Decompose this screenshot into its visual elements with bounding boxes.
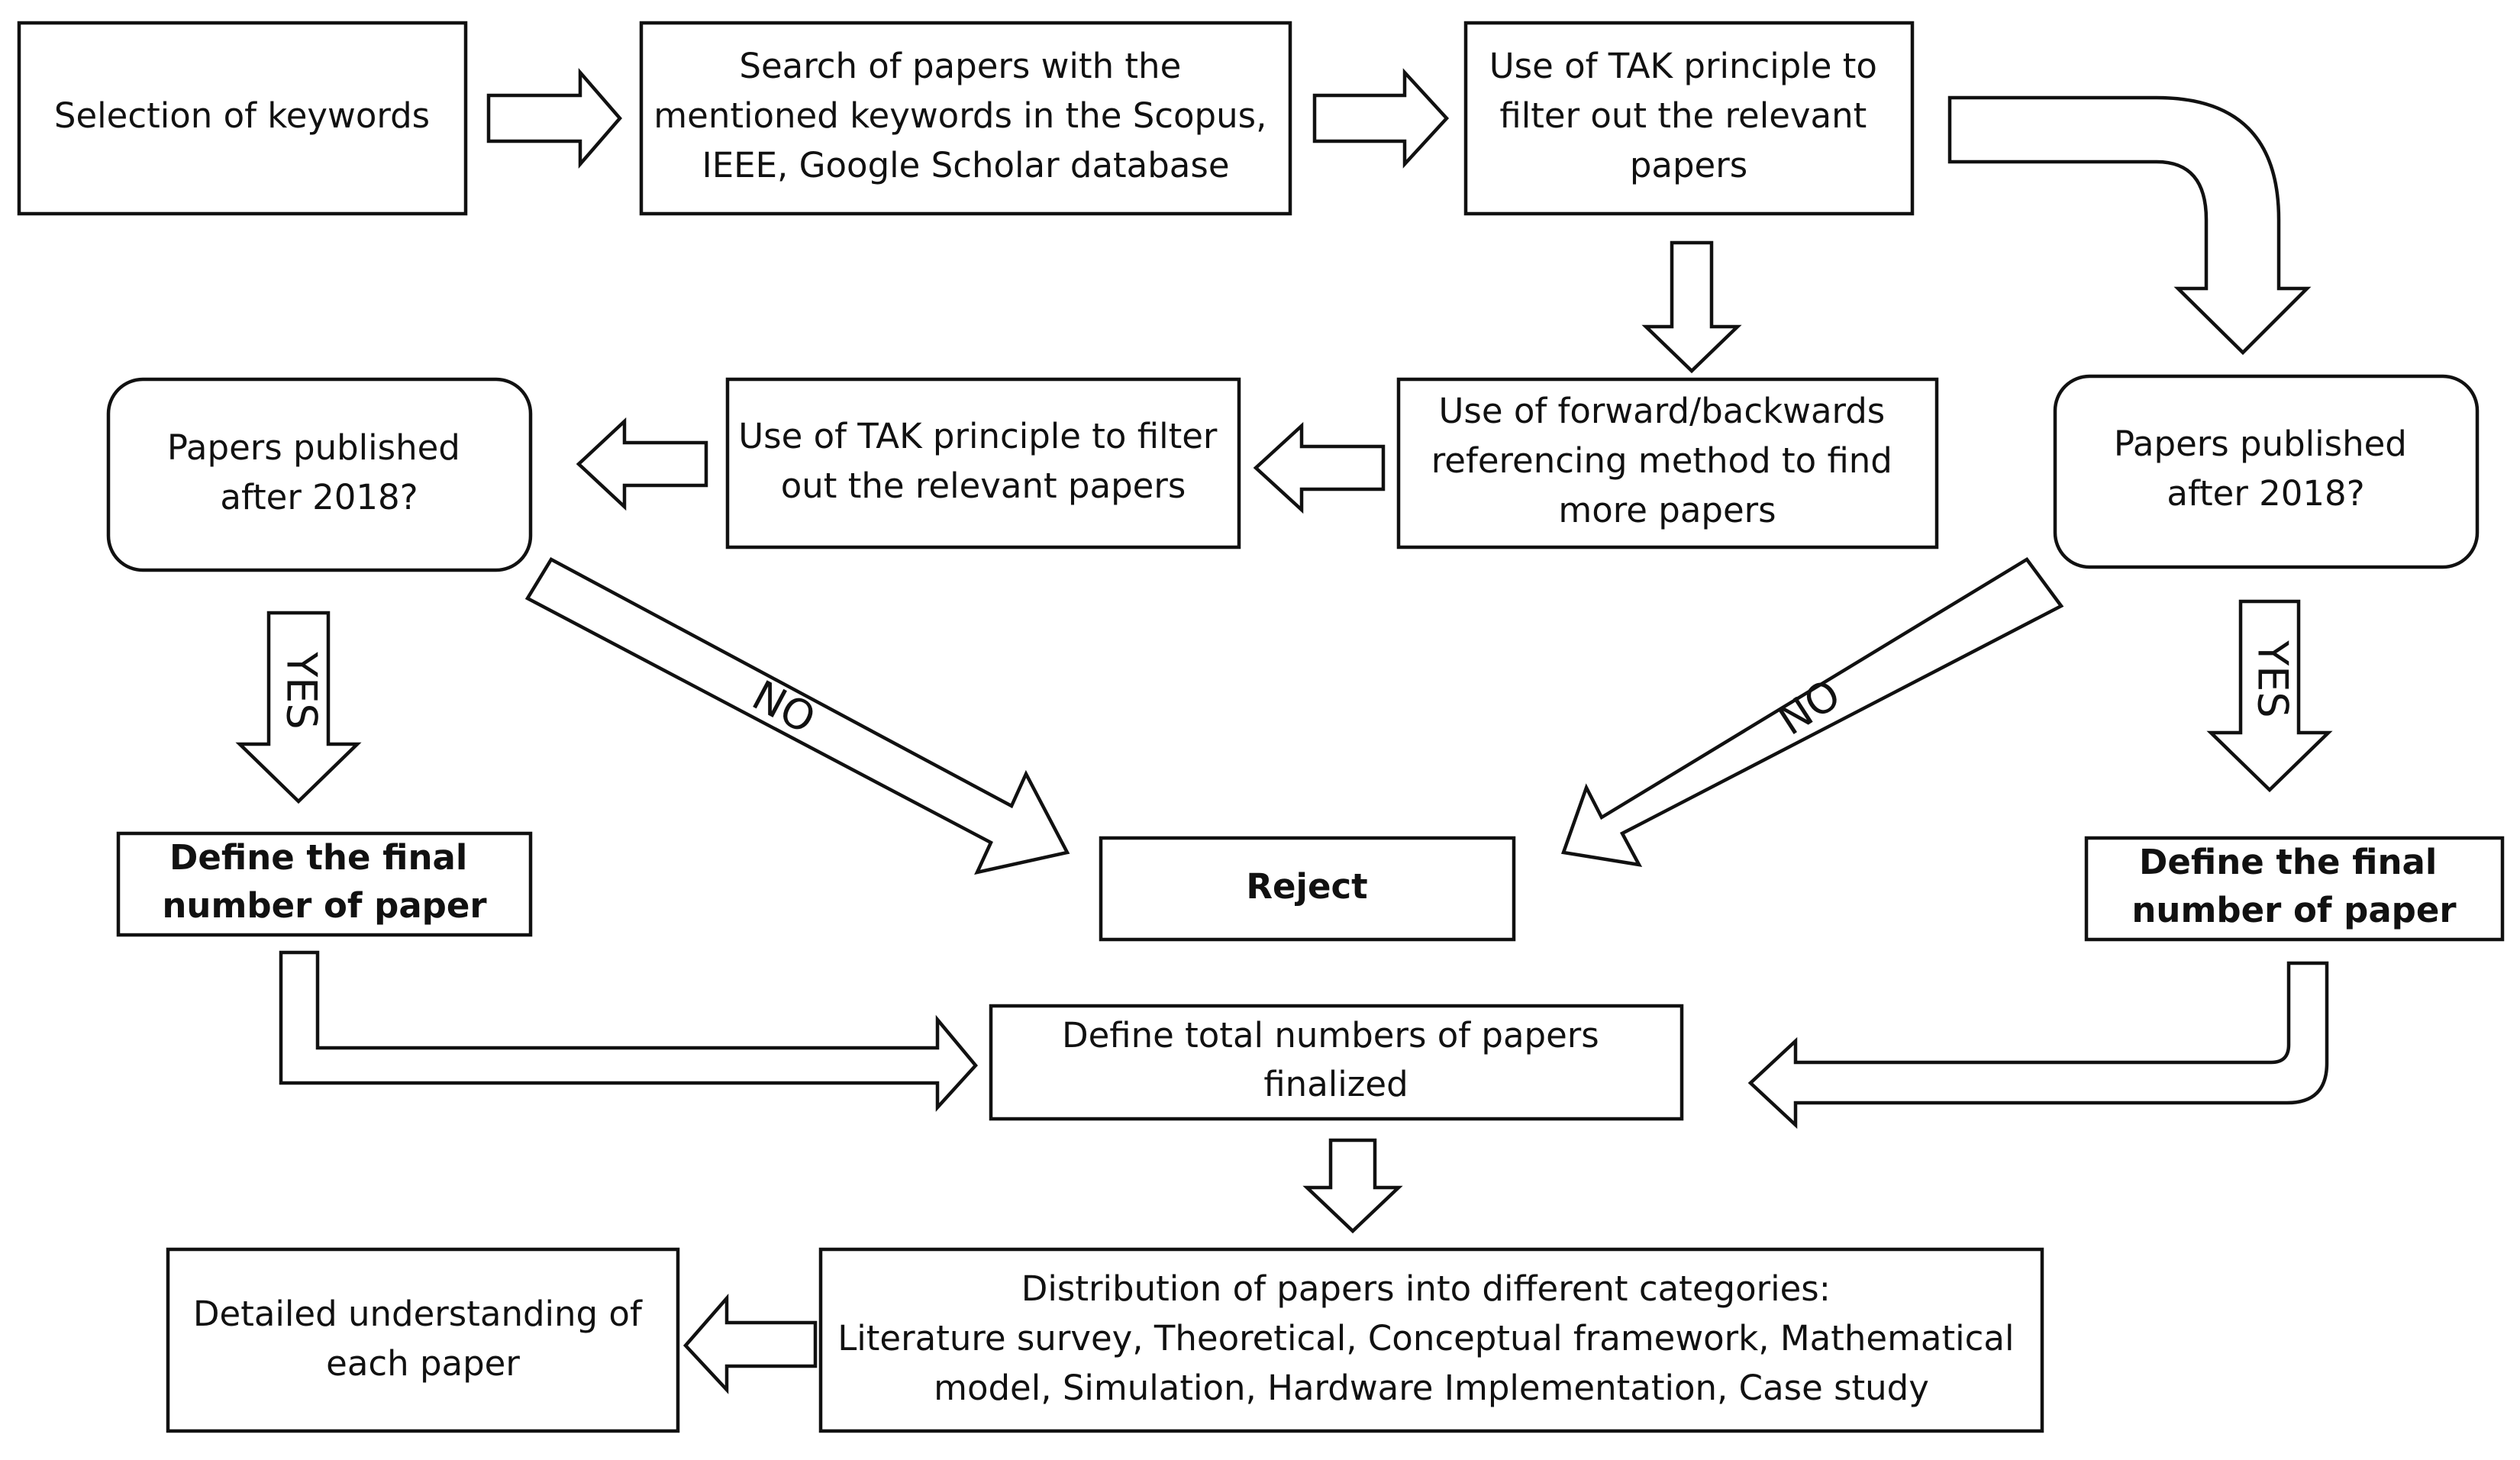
arrow-tak-to-right-decision <box>1947 95 2312 356</box>
label-yes-left: YES <box>277 651 325 729</box>
node-detailed-box <box>166 1247 680 1433</box>
node-decision-right-text: Papers published after 2018? <box>2114 424 2418 514</box>
node-final-right-box <box>2084 836 2505 942</box>
node-search-text: Search of papers with the mentioned keyw… <box>653 46 1277 185</box>
node-forward-backward-box <box>1396 377 1939 550</box>
node-keywords-text: Selection of keywords <box>54 95 430 136</box>
arrow-left-decision-no <box>524 557 1070 875</box>
node-forward-backward-text: Use of forward/backwards referencing met… <box>1431 391 1903 530</box>
arrow-left-decision-yes <box>235 611 362 804</box>
arrow-distribution-to-detailed <box>682 1293 818 1394</box>
label-yes-right: YES <box>2248 640 2296 717</box>
arrow-right-final-to-total <box>1747 961 2329 1130</box>
arrow-left-final-to-total <box>279 950 978 1112</box>
node-search-box <box>639 21 1292 216</box>
node-tak-middle-text: Use of TAK principle to filter out the r… <box>738 416 1228 506</box>
arrow-total-to-distribution <box>1302 1138 1403 1234</box>
node-decision-left-box <box>106 377 533 572</box>
node-tak-top-text: Use of TAK principle to filter out the r… <box>1489 46 1889 185</box>
arrow-tak-to-forward-backward <box>1641 240 1742 374</box>
node-detailed-text: Detailed understanding of each paper <box>193 1294 653 1384</box>
node-reject-box <box>1099 836 1516 942</box>
node-tak-top-box <box>1463 21 1915 216</box>
arrow-search-to-tak <box>1312 68 1450 169</box>
arrow-right-decision-yes <box>2206 599 2333 793</box>
node-final-left-box <box>116 831 533 937</box>
node-distribution-box <box>818 1247 2044 1433</box>
node-tak-middle-box <box>725 377 1241 550</box>
arrow-tak-middle-to-left-decision <box>576 417 708 511</box>
arrow-keywords-to-search <box>486 67 622 169</box>
node-keywords-box <box>17 21 468 216</box>
arrow-forward-backward-to-tak-middle <box>1253 421 1386 514</box>
node-decision-left-text: Papers published after 2018? <box>167 427 471 517</box>
node-reject-text: Reject <box>1246 866 1367 907</box>
arrow-right-decision-no <box>1560 557 2064 867</box>
node-final-left-text: Define the final number of paper <box>162 837 487 926</box>
node-total-box <box>989 1004 1684 1121</box>
node-distribution-text: Distribution of papers into different ca… <box>837 1268 2025 1408</box>
node-decision-right-box <box>2053 374 2480 569</box>
node-final-right-text: Define the final number of paper <box>2131 842 2457 930</box>
node-total-text: Define total numbers of papers finalized <box>1062 1015 1610 1104</box>
